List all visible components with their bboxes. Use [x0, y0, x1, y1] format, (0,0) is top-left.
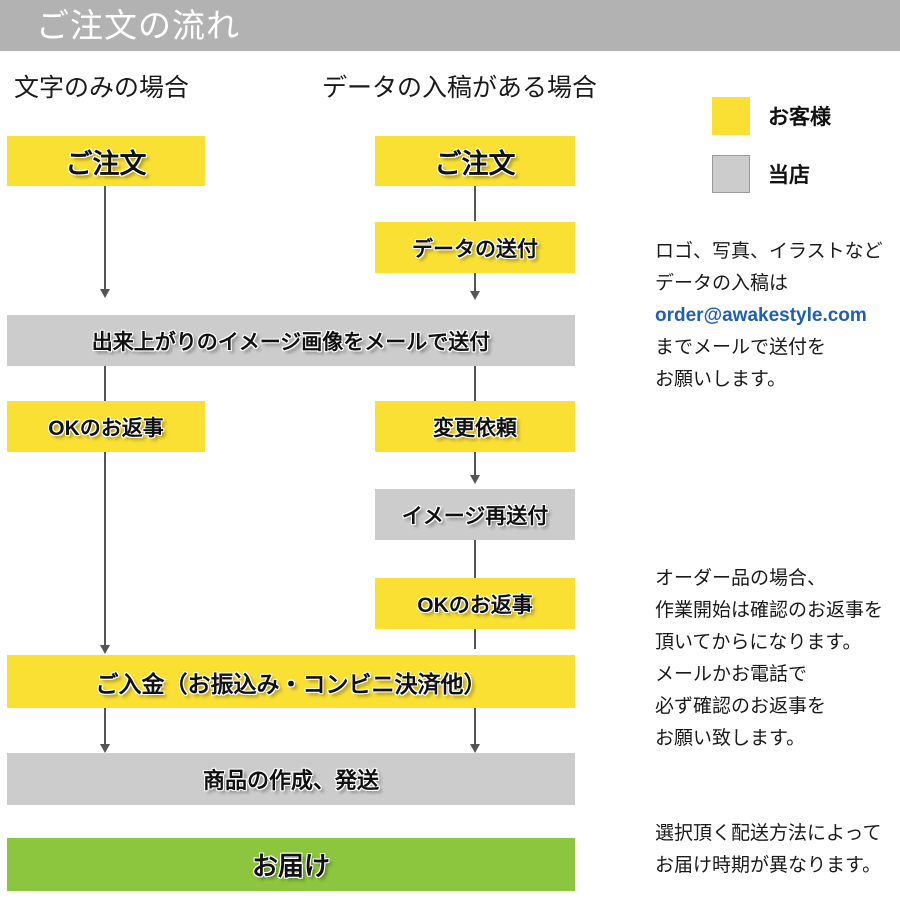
connector-payment-to-product-left: [104, 708, 106, 746]
yellow-swatch-icon: [712, 97, 750, 135]
flow-box-right-image-resend[interactable]: イメージ再送付: [375, 489, 575, 540]
flow-box-right-change-request[interactable]: 変更依頼: [375, 401, 575, 452]
arrow-payment-to-product-left: [100, 744, 110, 753]
flow-box-shared-payment[interactable]: ご入金（お振込み・コンビニ決済他）: [7, 655, 575, 708]
flow-box-shared-delivery[interactable]: お届け: [7, 838, 575, 891]
flow-box-right-ok-reply[interactable]: OKのお返事: [375, 578, 575, 629]
note-line: 作業開始は確認のお返事を: [655, 600, 884, 621]
arrow-right-datasend-to-image: [470, 291, 480, 300]
arrow-payment-to-product-right: [470, 744, 480, 753]
arrow-left-order-to-image: [100, 289, 110, 298]
note-line: 選択頂く配送方法によって: [655, 823, 882, 844]
note-line: お届け時期が異なります。: [655, 855, 882, 876]
note-line: データの入稿は: [655, 273, 789, 294]
note-data-submission: ロゴ、写真、イラストなど データの入稿は order@awakestyle.co…: [655, 236, 883, 396]
flow-box-right-data-send[interactable]: データの送付: [375, 222, 575, 273]
gray-swatch-icon: [712, 155, 750, 193]
note-line: お願い致します。: [655, 728, 806, 749]
connector-right-resend-to-ok: [474, 540, 476, 578]
connector-right-order-to-datasend: [474, 186, 476, 221]
note-order-confirmation: オーダー品の場合、 作業開始は確認のお返事を 頂いてからになります。 メールかお…: [655, 563, 883, 755]
flow-box-shared-image-email[interactable]: 出来上がりのイメージ画像をメールで送付: [7, 315, 575, 366]
connector-right-image-to-change: [474, 366, 476, 401]
page-title: ご注文の流れ: [36, 7, 240, 44]
flow-box-right-order[interactable]: ご注文: [375, 136, 575, 186]
connector-left-ok-to-payment: [104, 452, 106, 647]
note-line: メールかお電話で: [655, 664, 808, 685]
page-header-bar: [0, 0, 900, 51]
note-line: 頂いてからになります。: [655, 632, 862, 653]
note-line: ロゴ、写真、イラストなど: [655, 241, 883, 262]
connector-left-image-to-ok: [104, 366, 106, 401]
flow-box-left-ok-reply[interactable]: OKのお返事: [7, 401, 205, 452]
legend-item-customer: お客様: [712, 97, 831, 135]
note-line: 必ず確認のお返事を: [655, 696, 827, 717]
note-line: までメールで送付を: [655, 337, 827, 358]
flow-box-shared-product-creation[interactable]: 商品の作成、発送: [7, 753, 575, 805]
legend-label-shop: 当店: [768, 164, 810, 187]
column-heading-text-only: 文字のみの場合: [14, 74, 190, 102]
connector-right-ok-to-payment: [474, 629, 476, 649]
flow-box-left-order[interactable]: ご注文: [7, 136, 205, 186]
connector-payment-to-product-right: [474, 708, 476, 746]
connector-right-datasend-to-image: [474, 273, 476, 295]
note-shipping: 選択頂く配送方法によって お届け時期が異なります。: [655, 818, 881, 882]
arrow-right-change-to-resend: [470, 475, 480, 484]
connector-right-change-to-resend: [474, 452, 476, 477]
connector-left-order-to-image: [104, 186, 106, 291]
legend-item-shop: 当店: [712, 155, 810, 193]
note-line: お願いします。: [655, 369, 787, 390]
email-address-link[interactable]: order@awakestyle.com: [655, 305, 867, 326]
column-heading-with-data: データの入稿がある場合: [322, 74, 598, 102]
note-line: オーダー品の場合、: [655, 568, 827, 589]
legend-label-customer: お客様: [768, 106, 831, 129]
arrow-left-ok-to-payment: [100, 645, 110, 654]
